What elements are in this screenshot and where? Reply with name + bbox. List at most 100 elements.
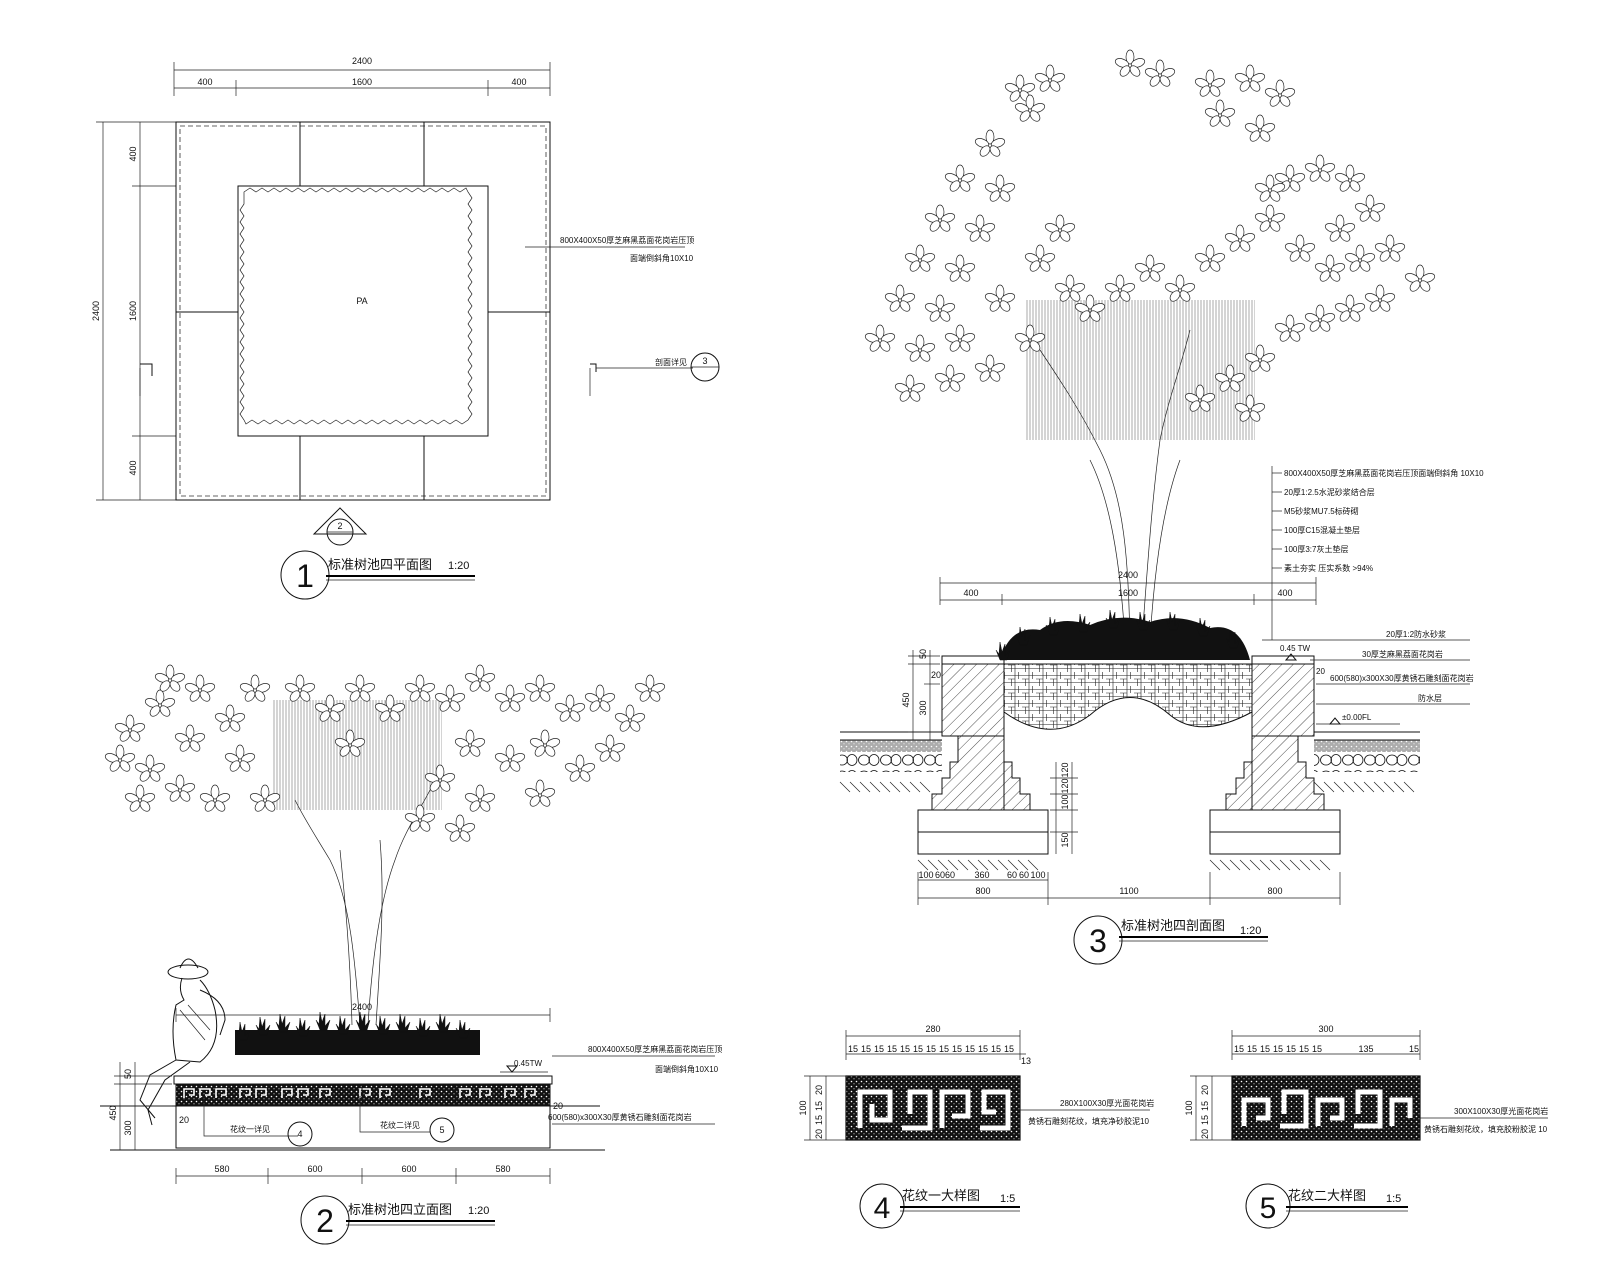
section-dim-total-top: 2400 [1118,570,1138,580]
pattern1-dim-side-2: 15 [814,1115,824,1125]
plan-tree-pit-opening [237,185,489,437]
section-layer-notes: 800X400X50厚芝麻黑荔面花岗岩压顶面端倒斜角 10X10 20厚1:2.… [1272,468,1484,573]
elevation-dim-right-20: 20 [553,1101,563,1111]
section-coping-left [941,655,1005,665]
elevation-shrubs [235,1011,480,1055]
pattern1-unit-10: 15 [965,1044,975,1054]
section-dim-bottom-1: 800 [975,886,990,896]
plan-note-line2: 面端倒斜角10X10 [630,253,694,263]
section-dim-left-20: 20 [931,670,941,680]
plan-view: 2400 400 1600 400 2400 400 1600 400 PA 8… [91,56,720,600]
pattern2-unit-5: 15 [1286,1044,1296,1054]
section-base-left [917,809,1049,833]
elevation-dim-left-300: 300 [123,1120,133,1135]
plan-marker-ref: 2 [337,521,342,531]
pattern2-dim-side-4: 20 [1200,1085,1210,1095]
pattern2-dim-end: 15 [1409,1044,1419,1054]
section-note-right2: 30厚芝麻黑荔面花岗岩 [1362,649,1443,659]
elevation-note-line3: 600(580)x300X30厚黄锈石雕刻面花岗岩 [548,1112,692,1122]
section-dim-small-4: 360 [974,870,989,880]
elevation-callout2-bubble [429,1117,455,1143]
pattern1-scale: 1:5 [1000,1193,1015,1205]
plan-outer-edge [175,121,551,501]
pattern1-unit-2: 15 [861,1044,871,1054]
section-dim-top-3: 400 [1277,588,1292,598]
section-base-right [1209,809,1341,833]
elevation-title: 标准树池四立面图 [348,1202,452,1217]
section-dim-mid-2: 120 [1060,778,1070,793]
elevation-tw-label: 0.45TW [514,1059,542,1068]
pattern1-dim-height: 100 [798,1100,808,1115]
plan-center-label: PA [356,296,367,306]
plan-elevation-marker [312,507,368,535]
pattern1-note-line2: 黄锈石雕刻花纹，填充净砂胶泥10 [1028,1116,1149,1126]
section-tw-label: 0.45 TW [1280,644,1311,653]
section-coping-right [1251,655,1315,665]
plan-title: 标准树池四平面图 [328,557,432,572]
section-dim-left-450: 450 [901,692,911,707]
pattern2-block [1231,1075,1421,1141]
elevation-person [139,958,226,1126]
pattern2-dim-total: 300 [1318,1024,1333,1034]
pattern2-unit-6: 15 [1299,1044,1309,1054]
pattern1-title-number: 4 [874,1192,891,1225]
elevation-dim-left-450: 450 [108,1105,118,1120]
section-dim-mid-4: 150 [1060,832,1070,847]
elevation-dim-bottom-1: 580 [214,1164,229,1174]
section-dim-small-5: 60 [1007,870,1017,880]
section-shrubs [995,609,1250,661]
pattern1-unit-4: 15 [887,1044,897,1054]
section-title: 标准树池四剖面图 [1121,918,1225,933]
elevation-callout2: 花纹二详见 [380,1120,420,1130]
elevation-coping [173,1075,553,1085]
pattern1-unit-6: 15 [913,1044,923,1054]
section-dim-bottom-3: 800 [1267,886,1282,896]
pattern1-note-line1: 280X100X30厚光面花岗岩 [1060,1098,1154,1108]
section-dim-small-1: 100 [918,870,933,880]
section-dim-small-3: 60 [945,870,955,880]
pattern1-dim-end: 13 [1021,1056,1031,1066]
pattern1-unit-11: 15 [978,1044,988,1054]
pattern2-unit-2: 15 [1247,1044,1257,1054]
section-fl-label: ±0.00FL [1342,713,1372,722]
elevation-wall [175,1105,551,1149]
elevation-callout1: 花纹一详见 [230,1124,270,1134]
section-scale: 1:20 [1240,925,1261,937]
pattern-two-detail: 300 15 15 15 15 15 15 15 135 15 100 20 1… [1184,1024,1548,1229]
section-dim-bottom-2: 1100 [1119,886,1138,896]
pattern1-meander [857,1089,1011,1131]
section-layer-4: 100厚C15混凝土垫层 [1284,525,1360,535]
section-dim-mid-3: 100 [1060,794,1070,809]
pattern-one-detail: 280 15 15 15 15 15 15 15 15 15 15 15 15 … [798,1024,1154,1229]
pattern1-dim-side-1: 20 [814,1129,824,1139]
pattern2-title: 花纹二大样图 [1288,1188,1366,1203]
plan-dim-top-3: 400 [511,77,526,87]
pattern2-dim-side-1: 20 [1200,1129,1210,1139]
pattern2-title-number: 5 [1260,1192,1277,1225]
section-planting-soil [1003,663,1253,730]
elevation-callout2-ref: 5 [439,1125,444,1135]
elevation-note-line1: 800X400X50厚芝麻黑荔面花岗岩压顶 [588,1044,722,1054]
pattern1-unit-13: 15 [1004,1044,1014,1054]
section-layer-2: 20厚1:2.5水泥砂浆结合层 [1284,487,1375,497]
elevation-scale: 1:20 [468,1205,489,1217]
elevation-dim-bottom-3: 600 [401,1164,416,1174]
pattern2-unit-1: 15 [1234,1044,1244,1054]
pattern1-dim-side-3: 15 [814,1101,824,1111]
section-dim-small-7: 100 [1030,870,1045,880]
plan-dim-left-2: 1600 [128,301,138,321]
pattern1-unit-9: 15 [952,1044,962,1054]
plan-dim-total-top: 2400 [352,56,372,66]
pattern1-unit-5: 15 [900,1044,910,1054]
pattern2-dim-mid: 135 [1358,1044,1373,1054]
section-dim-small-2: 60 [935,870,945,880]
section-layer-1: 800X400X50厚芝麻黑荔面花岗岩压顶面端倒斜角 10X10 [1284,468,1484,478]
plan-dim-left-1: 400 [128,146,138,161]
section-dim-right-20: 20 [1316,667,1325,676]
elevation-dim-left-20: 20 [179,1115,189,1125]
section-title-bubble [1073,915,1123,965]
plan-dim-top-2: 1600 [352,77,372,87]
pattern1-title: 花纹一大样图 [902,1188,980,1203]
pattern1-unit-3: 15 [874,1044,884,1054]
